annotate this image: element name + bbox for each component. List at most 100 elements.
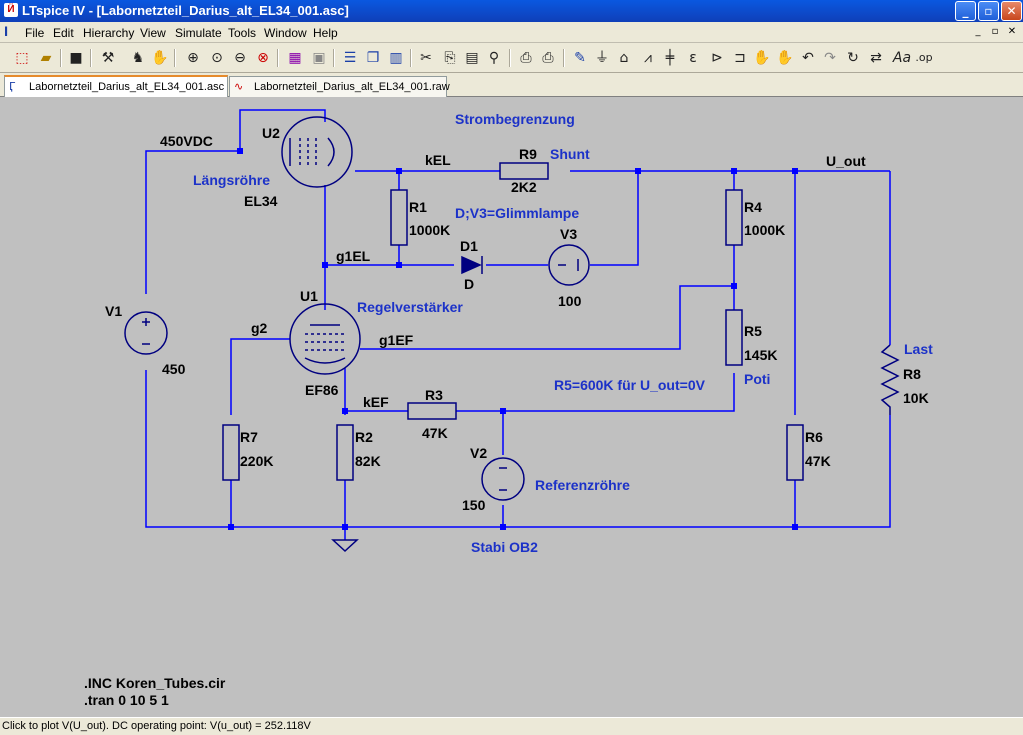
source-v2-ob2[interactable] [481,457,525,501]
resistor-r9-shunt[interactable] [499,162,549,180]
wire-v3-shunt[interactable] [590,171,639,266]
label-last: Last [904,341,933,357]
label-strombegrenzung: Strombegrenzung [455,111,575,127]
label-u-out: U_out [826,153,866,169]
minimize-button[interactable]: _ [955,1,976,21]
components[interactable] [124,116,900,553]
open-icon[interactable]: ▰ [40,50,52,66]
copy-icon[interactable]: ⎘ [444,50,456,66]
tube-u1-ef86[interactable] [289,303,361,375]
resistor-r7[interactable] [222,424,240,481]
tab-label: Labornetzteil_Darius_alt_EL34_001.raw [254,81,450,93]
wire-u2-anode[interactable] [239,109,326,151]
wire-g1ef[interactable] [360,285,734,350]
print-icon[interactable]: ⎙ [542,50,554,66]
drag-icon[interactable]: ✋ [776,50,794,66]
zoom-in-icon[interactable]: ⊕ [187,50,199,66]
menu-window[interactable]: Window [264,26,307,40]
toolbar-separator [277,49,279,67]
inductor-icon[interactable]: ɛ [689,50,697,66]
close-button[interactable]: ✕ [1001,1,1022,21]
resistor-icon[interactable]: ⩘ [644,50,652,66]
wires[interactable] [145,109,891,540]
label-net-icon[interactable]: ⌂ [619,50,629,66]
label-r5-value: 145K [744,347,777,363]
resistor-r8-last[interactable] [880,344,900,415]
title-bar[interactable]: Ӥ LTspice IV - [Labornetzteil_Darius_alt… [0,0,1023,22]
new-schematic-icon[interactable]: ⬚ [15,50,29,66]
tab-waveform[interactable]: ∿ Labornetzteil_Darius_alt_EL34_001.raw [229,76,450,97]
label-u2: U2 [262,125,280,141]
menu-tools[interactable]: Tools [228,26,257,40]
autorange-icon[interactable]: ▦ [288,50,302,66]
halt-icon[interactable]: ✋ [151,50,169,66]
component-icon[interactable]: ⊐ [734,50,746,66]
label-v2-value: 150 [462,497,486,513]
text-icon[interactable]: Aa [892,50,912,66]
ltspice-logo-icon[interactable]: Ӥ [4,3,18,17]
find-icon[interactable]: ⚲ [488,50,500,66]
source-v1[interactable] [124,311,168,355]
move-icon[interactable]: ✋ [753,50,771,66]
wire-g2[interactable] [230,338,290,415]
label-r4: R4 [744,199,762,215]
diode-icon[interactable]: ⊳ [711,50,723,66]
wire-ground-bus[interactable] [145,370,891,528]
undo-icon[interactable]: ↶ [802,50,814,66]
wire-poti-ref[interactable] [456,373,735,412]
resistor-r6[interactable] [786,424,804,481]
menu-simulate[interactable]: Simulate [175,26,222,40]
resistor-r2[interactable] [336,424,354,481]
resistor-r3[interactable] [407,402,457,420]
zoom-fit-icon[interactable]: ⊗ [257,50,269,66]
mirror-icon[interactable]: ⇄ [870,50,882,66]
mdi-minimize-button[interactable]: _ [975,26,981,37]
label-r9-value: 2K2 [511,179,537,195]
resistor-r4[interactable] [725,189,743,246]
run-icon[interactable]: ♞ [131,50,145,66]
save-icon[interactable]: ■ [69,50,83,66]
document-icon[interactable]: ӏ [4,25,9,39]
zoom-out-icon[interactable]: ⊖ [234,50,246,66]
paste-icon[interactable]: ▤ [465,50,479,66]
tile-vertical-icon[interactable]: ▥ [389,50,403,66]
cut-icon[interactable]: ✂ [420,50,432,66]
tab-schematic[interactable]: Ӷ Labornetzteil_Darius_alt_EL34_001.asc [4,75,228,97]
spice-directive-inc[interactable]: .INC Koren_Tubes.cir [84,675,226,691]
menu-edit[interactable]: Edit [53,26,74,40]
diode-d1[interactable] [461,255,483,275]
tube-u2-el34[interactable] [281,116,353,188]
label-r5: R5 [744,323,762,339]
wire-v1-plus[interactable] [145,150,240,294]
menu-file[interactable]: File [25,26,45,40]
cascade-icon[interactable]: ❐ [366,50,380,66]
resistor-r5-poti[interactable] [725,309,743,366]
draw-wire-icon[interactable]: ✎ [574,50,586,66]
zoom-cancel-icon[interactable]: ▣ [312,50,326,66]
control-panel-icon[interactable]: ⚒ [101,50,115,66]
schematic-canvas[interactable]: Strombegrenzung U2 450VDC kEL R9 Shunt U… [0,97,1023,717]
menu-hierarchy[interactable]: Hierarchy [83,26,135,40]
capacitor-icon[interactable]: ╪ [665,50,675,66]
toolbar-separator [90,49,92,67]
resistor-r1[interactable] [390,189,408,246]
mdi-restore-button[interactable]: ▫ [991,26,999,37]
spice-directive-tran[interactable]: .tran 0 10 5 1 [84,692,169,708]
spice-directive-icon[interactable]: .op [915,51,933,64]
schematic-drawing[interactable]: Strombegrenzung U2 450VDC kEL R9 Shunt U… [0,97,1023,717]
label-r9: R9 [519,146,537,162]
menu-help[interactable]: Help [313,26,338,40]
mdi-close-button[interactable]: ✕ [1007,26,1017,37]
rotate-icon[interactable]: ↻ [847,50,859,66]
label-el34: EL34 [244,193,278,209]
redo-icon[interactable]: ↷ [824,50,836,66]
tile-horizontal-icon[interactable]: ☰ [343,50,357,66]
document-tabs: Ӷ Labornetzteil_Darius_alt_EL34_001.asc … [0,73,1023,97]
toolbar-separator [333,49,335,67]
source-v3[interactable] [548,244,590,286]
maximize-button[interactable]: ▫ [978,1,999,21]
print-setup-icon[interactable]: ⎙ [520,50,532,66]
menu-view[interactable]: View [140,26,166,40]
ground-icon[interactable]: ⏚ [595,50,609,66]
pan-icon[interactable]: ⊙ [211,50,223,66]
